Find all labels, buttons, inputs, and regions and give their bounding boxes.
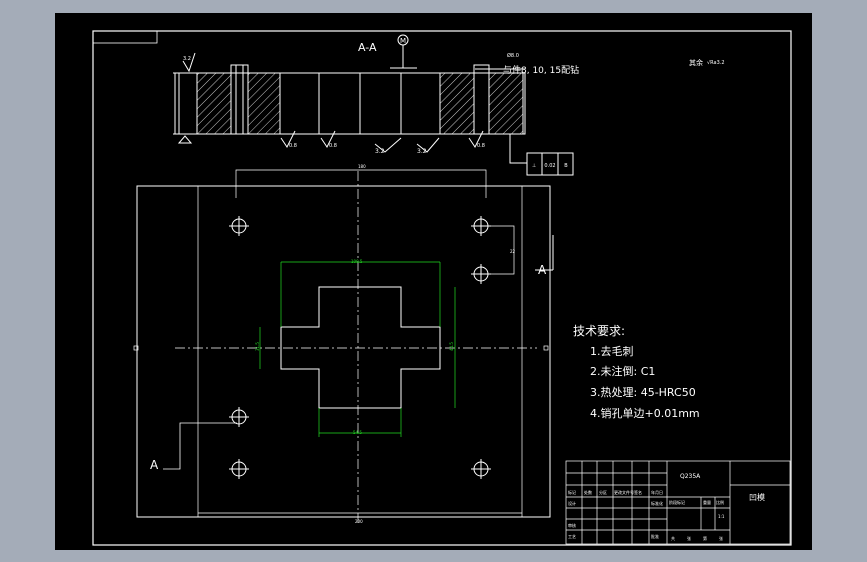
- section-view: A-A M: [173, 34, 579, 176]
- weld-note: 与件8, 10, 15配钻: [503, 64, 579, 76]
- hatch-left-b: [247, 72, 281, 135]
- svg-text:3.2: 3.2: [375, 148, 385, 155]
- drawing-number-box: [92, 30, 158, 44]
- hole-top-left: [229, 216, 249, 236]
- svg-text:张: 张: [687, 535, 691, 541]
- cut-line-left: [163, 422, 237, 470]
- tol-leader: [509, 134, 527, 164]
- material-text: Q235A: [680, 473, 701, 480]
- svg-text:处数: 处数: [584, 489, 592, 495]
- inner-right-dim: 44.5: [449, 342, 454, 351]
- tol-datum: B: [564, 163, 568, 169]
- svg-text:批准: 批准: [651, 533, 659, 539]
- drawing-border: [92, 30, 792, 546]
- pin-hole-section-left: [230, 64, 249, 135]
- surface-mark-6: 3.2: [182, 52, 196, 73]
- svg-text:年月日: 年月日: [651, 489, 663, 495]
- title-block-frame: [565, 460, 791, 545]
- hole-bottom-left: [229, 459, 249, 479]
- svg-text:重量: 重量: [703, 499, 711, 505]
- tech-requirements: 技术要求: 1.去毛刺 2.未注倒: C1 3.热处理: 45-HRC50 4.…: [573, 324, 700, 420]
- svg-text:0.8: 0.8: [289, 143, 297, 149]
- title-block: [565, 460, 791, 545]
- svg-text:分区: 分区: [599, 489, 607, 495]
- tech-item-1: 1.去毛刺: [590, 345, 634, 358]
- section-outline: [178, 72, 526, 135]
- scale-text: 1:1: [718, 514, 725, 519]
- inner-bottom-dim: 54.5: [353, 430, 362, 435]
- svg-text:更改文件号: 更改文件号: [614, 489, 634, 495]
- hatch-right-b: [488, 72, 524, 135]
- plate-outline: [136, 185, 551, 518]
- pin-hole-section-right: [473, 64, 490, 135]
- svg-text:3.2: 3.2: [183, 56, 191, 62]
- svg-text:设计: 设计: [568, 500, 576, 506]
- tolerance-frame: [526, 152, 574, 176]
- tol-value: 0.02: [544, 163, 555, 169]
- svg-text:0.8: 0.8: [329, 143, 337, 149]
- plan-view: 180 200: [133, 164, 554, 524]
- part-name: 凹模: [749, 492, 765, 502]
- svg-text:0.8: 0.8: [477, 143, 485, 149]
- svg-text:签名: 签名: [634, 489, 642, 495]
- drawing-svg: A-A M: [92, 30, 792, 546]
- hole-bottom-right: [471, 459, 491, 479]
- bottom-dim-text: 200: [355, 519, 363, 524]
- top-dim-line: [235, 169, 487, 198]
- surface-mark-4: 3.2: [416, 137, 440, 155]
- hatch-right-a: [439, 72, 475, 135]
- tech-item-4: 4.销孔单边+0.01mm: [590, 406, 700, 420]
- surface-mark-1: 0.8: [280, 130, 297, 149]
- right-dim-text: 22: [510, 249, 516, 254]
- svg-text:第: 第: [703, 535, 707, 541]
- roughness-value: √Ra3.2: [707, 60, 725, 66]
- svg-text:工艺: 工艺: [568, 534, 576, 539]
- cross-cavity: [280, 286, 441, 409]
- section-marker-text: M: [400, 37, 406, 45]
- tech-item-2: 2.未注倒: C1: [590, 364, 655, 378]
- svg-text:阶段标记: 阶段标记: [669, 499, 685, 505]
- svg-text:审核: 审核: [568, 522, 576, 528]
- svg-text:3.2: 3.2: [417, 148, 427, 155]
- roughness-label: 其余: [689, 58, 703, 67]
- cavity-dims: [259, 261, 456, 437]
- right-dim-line: [481, 225, 515, 275]
- section-label: A-A: [358, 41, 377, 54]
- datum-triangle: [177, 135, 193, 144]
- top-dim-text: 180: [358, 164, 366, 169]
- tech-title: 技术要求:: [573, 324, 625, 338]
- surface-mark-2: 0.8: [320, 130, 337, 149]
- surface-mark-5: 0.8: [468, 130, 485, 149]
- title-block-text: Q235A 凹模 1:1 标记 处数 分区 更改文件号 签名 年月日 设计 标准…: [568, 473, 765, 541]
- hole-left-pin: [229, 407, 249, 427]
- svg-text:共: 共: [671, 535, 675, 541]
- surface-mark-3: 3.2: [374, 137, 402, 155]
- svg-text:标记: 标记: [568, 489, 576, 495]
- view-label-left: A: [150, 458, 159, 472]
- svg-text:比例: 比例: [716, 499, 724, 505]
- note-small: Ø8.0: [507, 52, 519, 59]
- inner-left-dim: 31.5: [255, 342, 260, 351]
- svg-text:标准化: 标准化: [651, 500, 663, 506]
- tech-item-3: 3.热处理: 45-HRC50: [590, 386, 696, 399]
- drawing-canvas: A-A M: [55, 13, 812, 550]
- inner-top-dim: 100.5: [351, 259, 363, 264]
- tol-symbol: ⊥: [532, 163, 536, 169]
- hatch-left-a: [196, 72, 232, 135]
- view-label-right: A: [538, 263, 547, 277]
- svg-text:张: 张: [719, 535, 723, 541]
